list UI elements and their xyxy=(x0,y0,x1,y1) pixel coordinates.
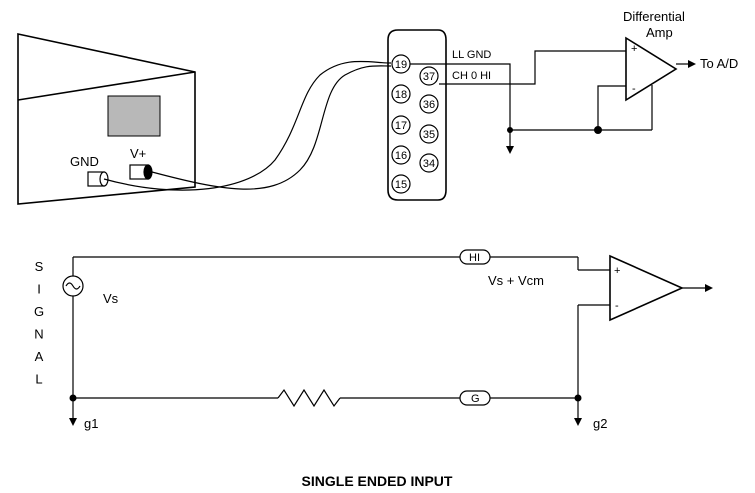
ll-gnd-label: LL GND xyxy=(452,49,491,61)
signal-letter: G xyxy=(34,304,44,319)
signal-letter: N xyxy=(34,327,43,342)
diagram-caption: SINGLE ENDED INPUT xyxy=(302,473,453,489)
connector-pin-label: 16 xyxy=(395,150,407,162)
hi-tag-text: HI xyxy=(469,252,480,264)
connector-pin: 16 xyxy=(391,145,411,165)
connector-pin-label: 18 xyxy=(395,89,407,101)
twisted-pair-cable xyxy=(103,60,392,191)
top-amp-plus: + xyxy=(631,43,637,55)
top-amp-minus: - xyxy=(632,83,636,95)
vs-label: Vs xyxy=(103,291,119,306)
connector-pin: 34 xyxy=(419,153,439,173)
vs-vcm-label: Vs + Vcm xyxy=(488,273,544,288)
connector-pin-label: 35 xyxy=(423,129,435,141)
connector-pin: 37 xyxy=(419,66,439,86)
bottom-circuit xyxy=(69,256,610,426)
connector-pin: 35 xyxy=(419,124,439,144)
vplus-label: V+ xyxy=(130,146,146,161)
hi-tag: HI xyxy=(459,249,491,265)
amp-label-line1: Differential xyxy=(623,9,685,24)
connector-pin-label: 19 xyxy=(395,59,407,71)
bottom-amp: + - xyxy=(609,254,713,322)
g-tag: G xyxy=(459,390,491,406)
signal-source-instrument: GND V+ xyxy=(17,33,196,205)
top-differential-amp: + - xyxy=(625,36,696,102)
g1-label: g1 xyxy=(84,416,98,431)
signal-letter: L xyxy=(35,372,42,387)
connector-pin-label: 36 xyxy=(423,99,435,111)
g-tag-text: G xyxy=(471,393,480,405)
signal-letter: A xyxy=(35,349,44,364)
bottom-amp-plus: + xyxy=(614,265,620,277)
ac-voltage-source xyxy=(62,275,84,297)
signal-letter: I xyxy=(37,282,41,297)
to-ad-label: To A/D xyxy=(700,56,738,71)
connector-pin: 19 xyxy=(391,54,411,74)
bottom-amp-minus: - xyxy=(615,300,619,312)
g2-label: g2 xyxy=(593,416,607,431)
ch0-hi-label: CH 0 HI xyxy=(452,70,491,82)
gnd-label: GND xyxy=(70,154,99,169)
connector-pin: 18 xyxy=(391,84,411,104)
top-amp-wiring xyxy=(410,50,653,154)
signal-letter: S xyxy=(35,259,44,274)
connector-pin: 17 xyxy=(391,115,411,135)
terminal-connector: 19 37 18 36 17 35 16 34 15 xyxy=(387,29,447,201)
connector-pin-label: 34 xyxy=(423,158,435,170)
connector-pin-label: 37 xyxy=(423,71,435,83)
vplus-jack xyxy=(129,164,153,180)
connector-pin-label: 17 xyxy=(395,120,407,132)
connector-pin: 15 xyxy=(391,174,411,194)
instrument-display xyxy=(107,95,161,137)
connector-pin-label: 15 xyxy=(395,179,407,191)
amp-label-line2: Amp xyxy=(646,25,673,40)
connector-pin: 36 xyxy=(419,94,439,114)
